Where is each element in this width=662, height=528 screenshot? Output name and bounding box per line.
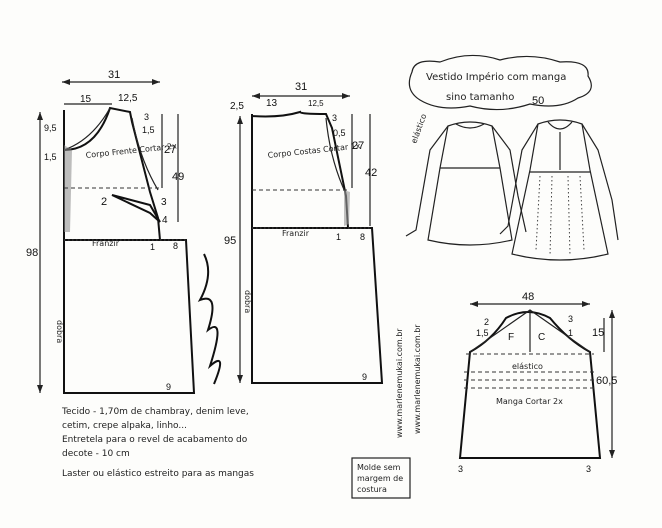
- back-hem-flare-label: 8: [360, 232, 365, 242]
- back-waist-label: Franzir: [282, 229, 310, 238]
- front-waist-label: Franzir: [92, 239, 120, 248]
- sleeve-hem-right: 3: [586, 464, 591, 474]
- back-neck-drop-label: 2,5: [230, 101, 244, 112]
- sleeve-pattern: 48 F C elástico 2 1,5 1 3 15 60,5 Manga …: [458, 291, 617, 474]
- front-waist-mark: 1: [150, 242, 155, 252]
- back-fold-label: dobra: [243, 290, 252, 313]
- front-label: Corpo Frente Cortar 2x: [85, 141, 177, 160]
- sleeve-cap-w-label: 48: [522, 291, 534, 303]
- sleeve-back-lbl: C: [538, 332, 545, 343]
- sleeve-mark-b: 1,5: [476, 328, 489, 338]
- dress-illustration-front: [499, 119, 619, 261]
- sleeve-elastic-label: elástico: [512, 362, 543, 371]
- front-armhole-a-label: 3: [144, 112, 149, 122]
- sleeve-mark-d: 3: [568, 314, 573, 324]
- back-bodice-outline: [251, 110, 350, 229]
- back-hem-b-label: 9: [362, 372, 367, 382]
- url-right: www.marlenemukai.com.br: [413, 324, 422, 434]
- front-dart-a-label: 2: [101, 196, 107, 208]
- front-neck-w-label: 15: [80, 94, 92, 105]
- sleeve-cap-h-label: 15: [592, 327, 604, 339]
- front-neck-drop-label: 9,5: [44, 123, 57, 133]
- front-pattern: 31 15 12,5 9,5 1,5 3 1,5 3 27 49 2 4 Cor…: [26, 69, 221, 394]
- front-bodice-outline: [63, 106, 162, 241]
- title-line1: Vestido Império com manga: [426, 71, 566, 83]
- side-elastic-label: elástico: [409, 113, 428, 145]
- back-length-label: 95: [224, 235, 236, 247]
- note-line1: Tecido - 1,70m de chambray, denim leve,: [61, 407, 249, 417]
- title-line2: sino tamanho: [446, 92, 514, 103]
- front-hem-b-label: 9: [166, 382, 171, 392]
- back-shoulder-label: 12,5: [308, 99, 324, 108]
- front-bust-depth-label: 27: [164, 144, 176, 156]
- back-armhole-a-label: 3: [332, 113, 337, 123]
- front-small-a-label: 1,5: [44, 152, 57, 162]
- back-waist-mark: 1: [336, 232, 341, 242]
- front-shoulder-label: 12,5: [118, 93, 138, 104]
- signature-mark: [197, 253, 221, 385]
- sleeve-hem-left: 3: [458, 464, 463, 474]
- front-dart-b-label: 4: [162, 215, 168, 226]
- box-line1: Molde sem: [357, 463, 401, 472]
- back-label: Corpo Costas Cortar 1x: [267, 141, 361, 160]
- note-line2: cetim, crepe alpaka, linho...: [62, 421, 187, 431]
- note-line3: Entretela para o revel de acabamento do: [62, 435, 248, 445]
- front-armhole-b-label: 1,5: [142, 125, 155, 135]
- back-neck-w-label: 13: [266, 98, 278, 109]
- sleeve-label: Manga Cortar 2x: [496, 397, 563, 406]
- sleeve-outline: [458, 311, 602, 459]
- back-armhole-b-label: 0,5: [333, 128, 346, 138]
- notes-block: Tecido - 1,70m de chambray, denim leve, …: [61, 407, 254, 479]
- back-waist-depth-label: 42: [365, 167, 377, 179]
- back-skirt-outline: [251, 227, 384, 384]
- box-line2: margem de: [357, 474, 403, 483]
- url-left: www.marlenemukai.com.br: [395, 328, 404, 438]
- back-bust-depth-label: 27: [352, 140, 364, 152]
- front-skirt-outline: [63, 239, 196, 394]
- front-length-label: 98: [26, 247, 38, 259]
- sleeve-length-label: 60,5: [596, 375, 617, 387]
- note-line4: decote - 10 cm: [62, 449, 130, 459]
- sleeve-mark-c: 1: [568, 328, 573, 338]
- title-cloud: Vestido Império com manga sino tamanho 5…: [408, 54, 592, 111]
- back-width-label: 31: [295, 81, 307, 93]
- sleeve-front-lbl: F: [508, 332, 514, 343]
- back-pattern: 31 2,5 13 12,5 3 0,5 27 42 Corpo Costas …: [224, 81, 384, 384]
- sleeve-mark-a: 2: [484, 317, 489, 327]
- seam-note-box: Molde sem margem de costura: [351, 457, 411, 499]
- front-hem-flare-label: 8: [173, 241, 178, 251]
- title-size: 50: [532, 95, 544, 107]
- note-line5: Laster ou elástico estreito para as mang…: [62, 469, 254, 479]
- front-fold-label: dobra: [55, 320, 64, 343]
- box-line3: costura: [357, 485, 387, 494]
- front-armhole-c-label: 3: [161, 197, 167, 208]
- front-width-label: 31: [108, 69, 120, 81]
